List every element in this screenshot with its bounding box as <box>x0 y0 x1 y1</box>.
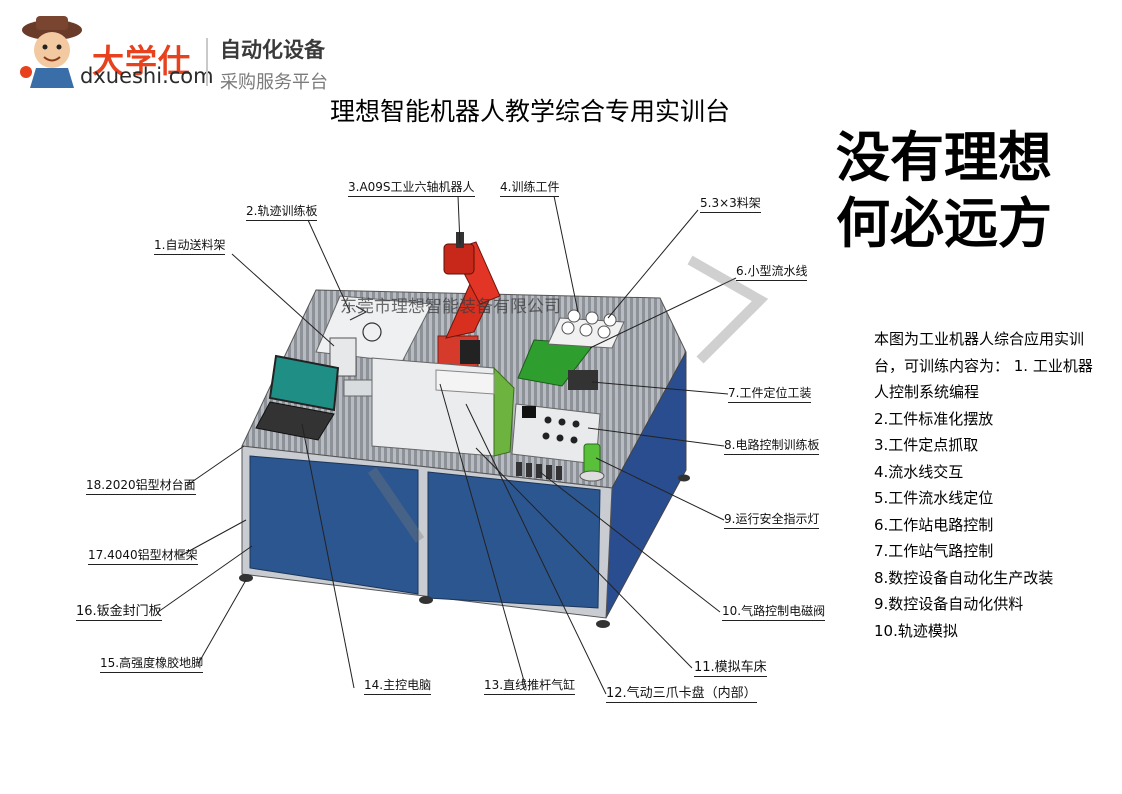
description-intro: 本图为工业机器人综合应用实训台，可训练内容为： 1. 工业机器人控制系统编程 <box>874 330 1093 401</box>
foot <box>596 620 610 628</box>
callout-auto-feeder: 1.自动送料架 <box>154 238 226 255</box>
description-item: 7.工作站气路控制 <box>874 542 994 560</box>
slogan: 没有理想 何必远方 <box>836 124 1052 256</box>
logo-divider <box>206 38 208 86</box>
positioning-fixture <box>568 370 598 390</box>
callout-door-panel: 16.钣金封门板 <box>76 604 162 621</box>
description-item: 8.数控设备自动化生产改装 <box>874 568 1054 587</box>
slogan-line-2: 何必远方 <box>836 191 1052 255</box>
callout-safety-light: 9.运行安全指示灯 <box>724 512 820 529</box>
callout-solenoid-valve: 10.气路控制电磁阀 <box>722 604 826 621</box>
logo-brand: 大学仕 <box>92 42 192 80</box>
watermark-text: 东莞市理想智能装备有限公司 <box>340 297 561 317</box>
door-panel-left <box>249 455 419 595</box>
description-item: 10.轨迹模拟 <box>874 621 958 640</box>
description-item: 2.工件标准化摆放 <box>874 409 994 428</box>
logo-domain: dxueshi.com <box>80 64 214 88</box>
callout-mini-conveyor: 6.小型流水线 <box>736 264 808 281</box>
slogan-line-1: 没有理想 <box>836 125 1052 189</box>
description-item: 9.数控设备自动化供料 <box>874 595 1024 613</box>
callout-main-computer: 14.主控电脑 <box>364 678 432 695</box>
laptop-screen <box>268 354 340 412</box>
callout-push-cylinder: 13.直线推杆气缸 <box>484 678 576 695</box>
callout-positioning-fixture: 7.工件定位工装 <box>728 386 812 403</box>
description-item: 3.工件定点抓取 <box>874 436 979 454</box>
laptop-base <box>255 401 335 441</box>
solenoid-valves <box>516 462 562 480</box>
description-item: 5.工件流水线定位 <box>874 489 994 507</box>
description-item: 4.流水线交互 <box>874 462 964 481</box>
callout-4040-frame: 17.4040铝型材框架 <box>88 548 198 565</box>
door-panel-right <box>427 471 601 609</box>
robot-head <box>443 243 475 275</box>
foot <box>678 474 690 482</box>
callout-circuit-control-board: 8.电路控制训练板 <box>724 438 820 455</box>
description-item: 6.工作站电路控制 <box>874 515 994 534</box>
callout-rubber-feet: 15.高强度橡胶地脚 <box>100 656 204 673</box>
logo-tagline-bottom: 采购服务平台 <box>220 72 328 93</box>
callout-trajectory-board: 2.轨迹训练板 <box>246 204 318 221</box>
callout-2020-tabletop: 18.2020铝型材台面 <box>86 478 196 495</box>
mascot-logo-icon <box>20 16 82 88</box>
foot <box>419 596 433 604</box>
callout-six-axis-robot: 3.A09S工业六轴机器人 <box>348 180 475 197</box>
foot <box>239 574 253 582</box>
logo-tagline-top: 自动化设备 <box>220 38 325 62</box>
training-content-description: 本图为工业机器人综合应用实训台，可训练内容为： 1. 工业机器人控制系统编程 2… <box>874 326 1104 644</box>
callout-training-workpiece: 4.训练工件 <box>500 180 560 197</box>
callout-simulated-lathe: 11.模拟车床 <box>694 660 767 677</box>
callout-rack-3x3: 5.3×3料架 <box>700 196 761 213</box>
page-title: 理想智能机器人教学综合专用实训台 <box>330 97 731 126</box>
callout-chuck: 12.气动三爪卡盘（内部） <box>606 686 757 703</box>
